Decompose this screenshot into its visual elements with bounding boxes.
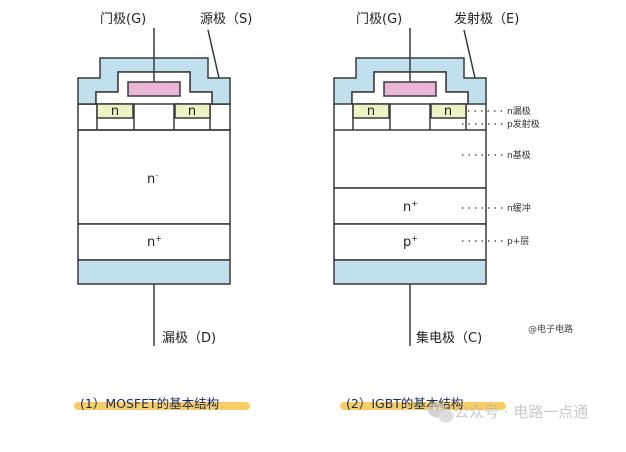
igbt-gate-label: 门极(G) <box>356 12 402 27</box>
mosfet-structure: n n 门极(G) 源极（S) n- n+ 漏极（D) (1）MOSFET的基本… <box>74 12 252 411</box>
annotation-n-base: n基极 <box>507 149 531 161</box>
igbt-n-region-right <box>430 103 467 119</box>
annotation-p-emitter: p发射极 <box>507 118 540 130</box>
igbt-emitter-lead <box>463 29 476 79</box>
igbt-n-buffer-region <box>333 187 487 225</box>
watermark: 公众号 · 电路一点通 <box>428 402 588 423</box>
mosfet-n-plus-label: n+ <box>147 234 162 250</box>
mosfet-drain-label: 漏极（D) <box>162 330 216 346</box>
igbt-n-base-region <box>333 129 487 189</box>
mosfet-source-label: 源极（S) <box>200 12 252 27</box>
mosfet-source-lead <box>207 29 220 79</box>
mosfet-n-source-left <box>96 103 134 119</box>
igbt-emitter-label: 发射极（E) <box>454 11 519 27</box>
mosfet-gate-electrode <box>127 81 181 97</box>
igbt-collector-metal <box>333 259 487 285</box>
igbt-p-plus-label: p+ <box>403 234 418 250</box>
mosfet-n-left-label: n <box>111 104 119 119</box>
mosfet-n-right-label: n <box>188 104 196 119</box>
annotation-p-plus-layer: p+层 <box>507 236 529 247</box>
mosfet-n-source-right <box>174 103 211 119</box>
mosfet-n-minus-region <box>77 129 231 225</box>
igbt-collector-label: 集电极（C) <box>416 330 482 346</box>
igbt-n-left-label: n <box>367 104 375 119</box>
watermark-text: 公众号 · 电路一点通 <box>454 403 588 421</box>
source-tag: @电子电路 <box>528 323 573 335</box>
igbt-n-region-left <box>352 103 390 119</box>
igbt-n-right-label: n <box>444 104 452 119</box>
wechat-icon <box>428 402 454 423</box>
mosfet-caption: (1）MOSFET的基本结构 <box>80 396 219 411</box>
mosfet-gate-label: 门极(G) <box>100 12 146 27</box>
igbt-structure: n n 门极(G) 发射极（E) n+ p+ 集电极（C) n漏极 p发射极 n… <box>333 11 573 411</box>
igbt-p-plus-region <box>333 223 487 261</box>
mosfet-n-plus-region <box>77 223 231 261</box>
mosfet-n-minus-label: n- <box>147 171 158 187</box>
annotation-n-buffer: n缓冲 <box>507 202 531 214</box>
mosfet-caption-highlight <box>74 402 250 410</box>
annotation-n-drain: n漏极 <box>507 105 531 117</box>
igbt-n-plus-label: n+ <box>403 199 418 215</box>
mosfet-drain-metal <box>77 259 231 285</box>
igbt-gate-electrode <box>383 81 437 97</box>
igbt-annotations: n漏极 p发射极 n基极 n缓冲 p+层 <box>462 105 540 247</box>
igbt-caption-highlight <box>340 402 506 410</box>
